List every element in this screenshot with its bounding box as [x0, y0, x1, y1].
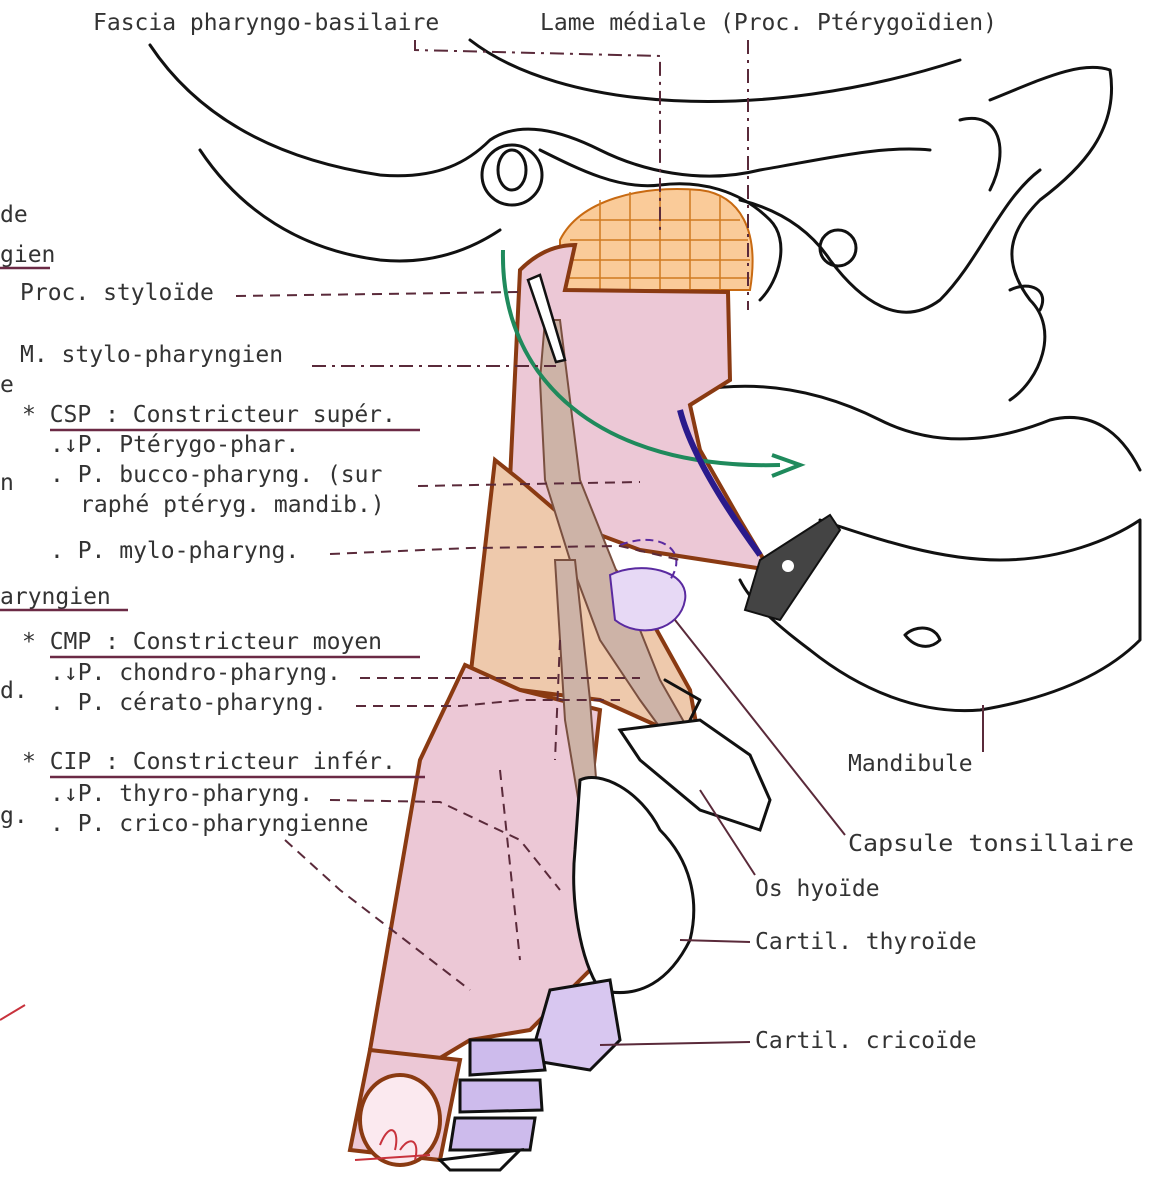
pterygoid-process: [740, 170, 1040, 312]
label-cmp: * CMP : Constricteur moyen: [22, 629, 382, 655]
label-chondro: .↓P. chondro-pharyng.: [50, 660, 341, 686]
skull-base-lower: [150, 45, 930, 176]
occipital-outline: [200, 150, 500, 261]
label-frag-aryngien: aryngien: [0, 584, 111, 610]
label-mandibule: Mandibule: [848, 751, 973, 777]
mandible-clamp: [745, 515, 840, 620]
label-cip: * CIP : Constricteur infér.: [22, 749, 396, 775]
ramus-outline: [700, 386, 1140, 470]
thyroid-cartilage: [574, 777, 694, 992]
condyle-inner: [498, 150, 526, 190]
maxilla-inner: [960, 118, 1000, 190]
trachea-rings: [450, 1040, 545, 1150]
label-capsule: Capsule tonsillaire: [848, 831, 1134, 857]
label-bucco-1: . P. bucco-pharyng. (sur: [50, 462, 382, 488]
label-frag-e: e: [0, 372, 14, 398]
label-stylo-pharyngien: M. stylo-pharyngien: [20, 342, 283, 368]
capsule-tonsillaire: [610, 540, 685, 631]
label-lame: Lame médiale (Proc. Ptérygoïdien): [540, 10, 997, 36]
label-bucco-2: raphé ptéryg. mandib.): [80, 492, 385, 518]
label-mylo: . P. mylo-pharyng.: [50, 538, 299, 564]
occipital-condyle: [482, 145, 542, 205]
label-frag-gien: gien: [0, 242, 55, 268]
red-mark: [0, 1005, 25, 1020]
label-crico-phar: . P. crico-pharyngienne: [50, 811, 369, 837]
label-fascia: Fascia pharyngo-basilaire: [93, 10, 439, 36]
zygoma-curve: [1010, 286, 1043, 310]
label-thyroide: Cartil. thyroïde: [755, 929, 977, 955]
label-thyro: .↓P. thyro-pharyng.: [50, 781, 313, 807]
skull-base-arc: [470, 40, 960, 101]
label-frag-d: d.: [0, 678, 28, 704]
label-proc-styloide: Proc. styloïde: [20, 280, 214, 306]
maxilla-outline: [990, 67, 1112, 400]
label-frag-de: de: [0, 202, 28, 228]
mandible-notch: [905, 628, 940, 646]
esophagus: [350, 1050, 460, 1165]
label-cricoide: Cartil. cricoïde: [755, 1028, 977, 1054]
mandible-condyle: [820, 230, 856, 266]
label-frag-g: g.: [0, 803, 28, 829]
label-os-hyoide: Os hyoïde: [755, 876, 880, 902]
label-csp: * CSP : Constricteur supér.: [22, 402, 396, 428]
label-frag-n: n: [0, 470, 14, 496]
label-cerato: . P. cérato-pharyng.: [50, 690, 327, 716]
label-ptergo: .↓P. Ptérygo-phar.: [50, 432, 299, 458]
